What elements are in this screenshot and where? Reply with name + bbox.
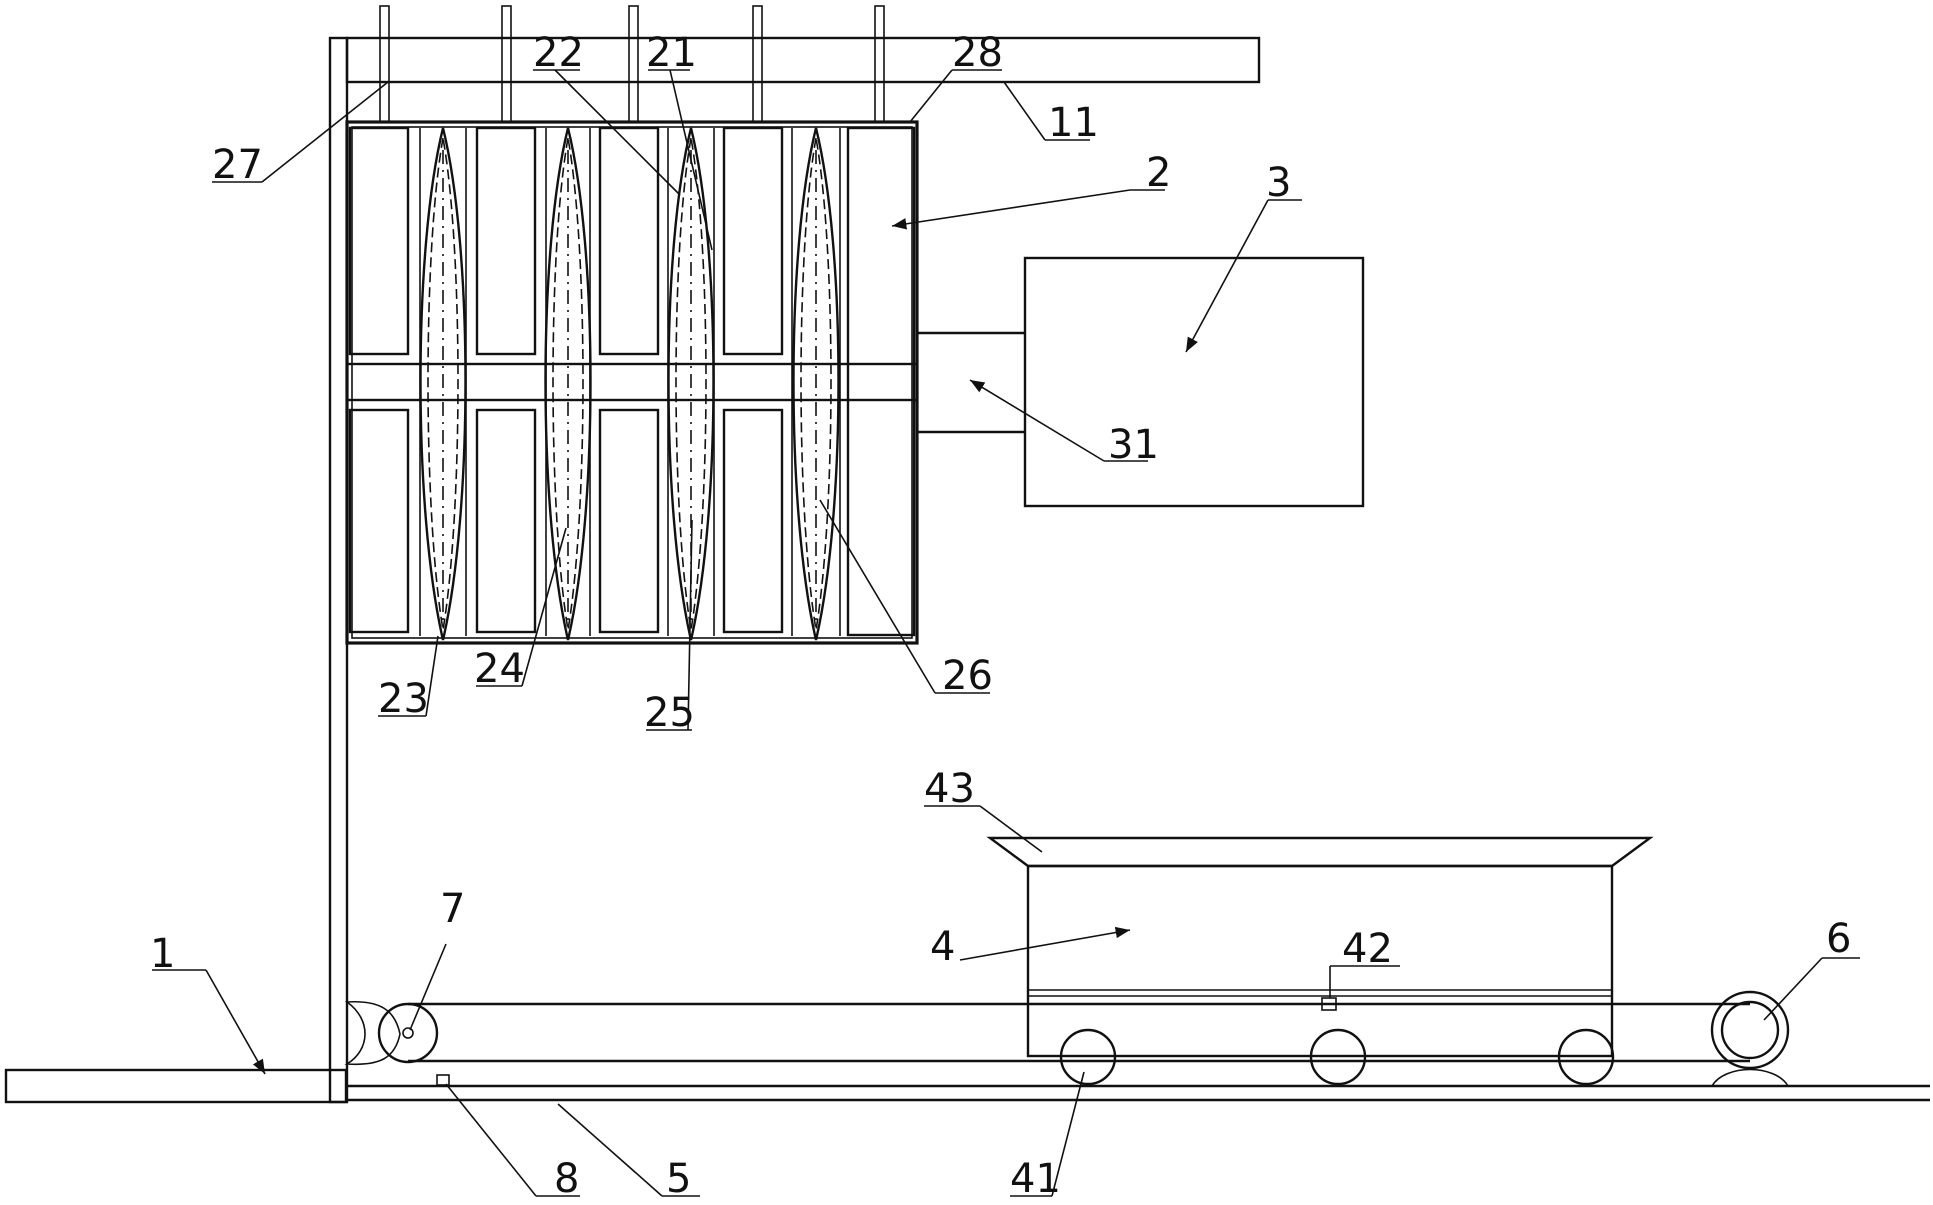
housing	[345, 120, 919, 645]
left-pulley	[344, 1000, 439, 1066]
label-27: 27	[212, 142, 263, 188]
label-4: 4	[930, 924, 955, 970]
label-41: 41	[1010, 1156, 1061, 1202]
label-43: 43	[924, 766, 975, 812]
label-23: 23	[378, 676, 429, 722]
top-beam	[345, 36, 1261, 84]
label-26: 26	[942, 653, 993, 699]
label-25: 25	[644, 690, 695, 736]
label-8: 8	[554, 1156, 579, 1202]
label-21: 21	[646, 30, 697, 76]
label-3: 3	[1266, 160, 1291, 206]
cart	[986, 836, 1654, 1058]
cart-wheels	[1059, 1028, 1615, 1086]
label-28: 28	[952, 30, 1003, 76]
leader-lines	[152, 69, 1860, 1197]
conveyor-belt	[408, 1002, 1750, 1063]
connecting-pipes	[917, 331, 1025, 434]
label-5: 5	[666, 1156, 691, 1202]
spiral-elements	[419, 127, 840, 641]
label-1: 1	[150, 931, 175, 977]
control-box	[1023, 256, 1365, 508]
label-2: 2	[1146, 150, 1171, 196]
label-11: 11	[1048, 100, 1099, 146]
label-22: 22	[533, 30, 584, 76]
right-pulley	[1710, 990, 1790, 1087]
label-24: 24	[474, 646, 525, 692]
label-31: 31	[1108, 422, 1159, 468]
label-42: 42	[1342, 926, 1393, 972]
label-7: 7	[440, 886, 465, 932]
rods	[379, 5, 885, 123]
label-6: 6	[1826, 916, 1851, 962]
vertical-frame-post	[328, 36, 349, 1104]
sensor-42	[1321, 997, 1337, 1011]
sensor-8	[436, 1074, 450, 1086]
labels: 1 2 3 4 5 6 7 8 11 21 22 23 24 25 26 27 …	[150, 30, 1851, 1202]
ground-base	[4, 1068, 1930, 1104]
